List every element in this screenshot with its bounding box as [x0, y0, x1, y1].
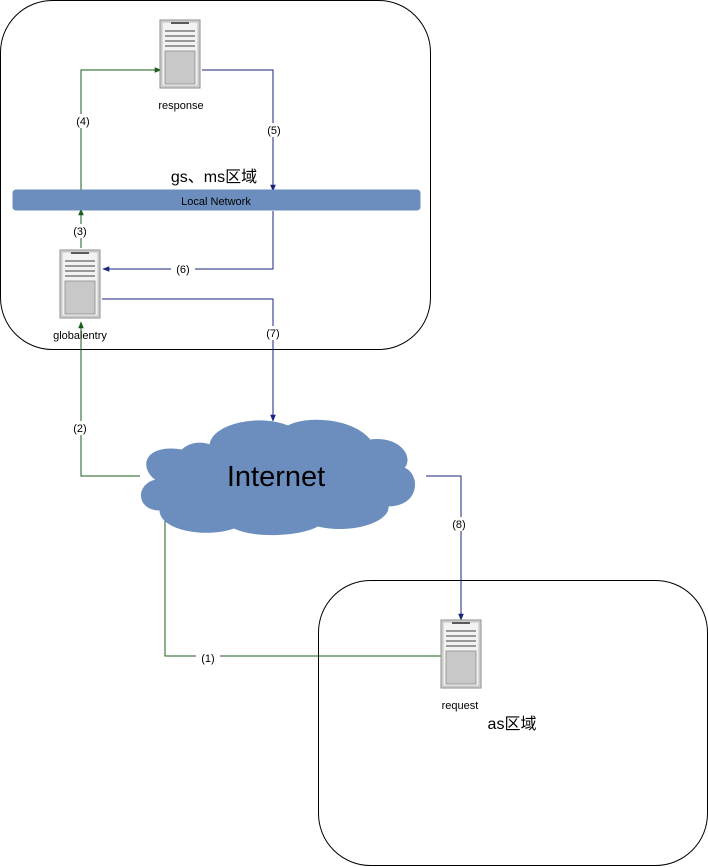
step-label-8: (8)	[452, 519, 465, 531]
zone-label-as: as区域	[488, 715, 537, 733]
server-label-response: response	[158, 100, 203, 112]
step-bg-4	[73, 114, 93, 128]
edge-7	[102, 298, 276, 422]
local-network-label: Local Network	[181, 196, 251, 208]
server-label-globalentry: globalentry	[53, 330, 107, 342]
edge-2	[78, 321, 140, 477]
internet-label: Internet	[227, 461, 325, 493]
server-request	[440, 619, 482, 689]
internet-cloud	[141, 419, 415, 535]
step-bg-7	[263, 326, 283, 340]
step-bg-2	[70, 421, 90, 435]
step-bg-5	[264, 123, 284, 137]
server-icon	[440, 619, 482, 689]
step-label-7: (7)	[266, 328, 279, 340]
step-label-6: (6)	[176, 264, 189, 276]
step-label-4: (4)	[76, 116, 89, 128]
step-bg-8	[449, 517, 469, 531]
edge-6	[102, 211, 274, 272]
server-label-request: request	[442, 700, 479, 712]
step-bg-3	[70, 224, 90, 238]
step-label-3: (3)	[73, 226, 86, 238]
server-response	[159, 19, 201, 89]
edge-5	[202, 69, 276, 192]
local-network-bar	[12, 189, 421, 211]
edge-8	[426, 475, 464, 621]
zone-label-gs-ms: gs、ms区域	[171, 168, 257, 186]
zone-gs-ms	[0, 0, 431, 350]
step-label-5: (5)	[267, 125, 280, 137]
step-label-2: (2)	[73, 423, 86, 435]
step-bg-6	[171, 262, 195, 276]
server-icon	[59, 249, 101, 319]
server-icon	[159, 19, 201, 89]
edge-1	[162, 507, 441, 657]
step-bg-1	[196, 651, 220, 665]
server-globalentry	[59, 249, 101, 319]
edge-4	[80, 67, 162, 190]
step-label-1: (1)	[201, 653, 214, 665]
